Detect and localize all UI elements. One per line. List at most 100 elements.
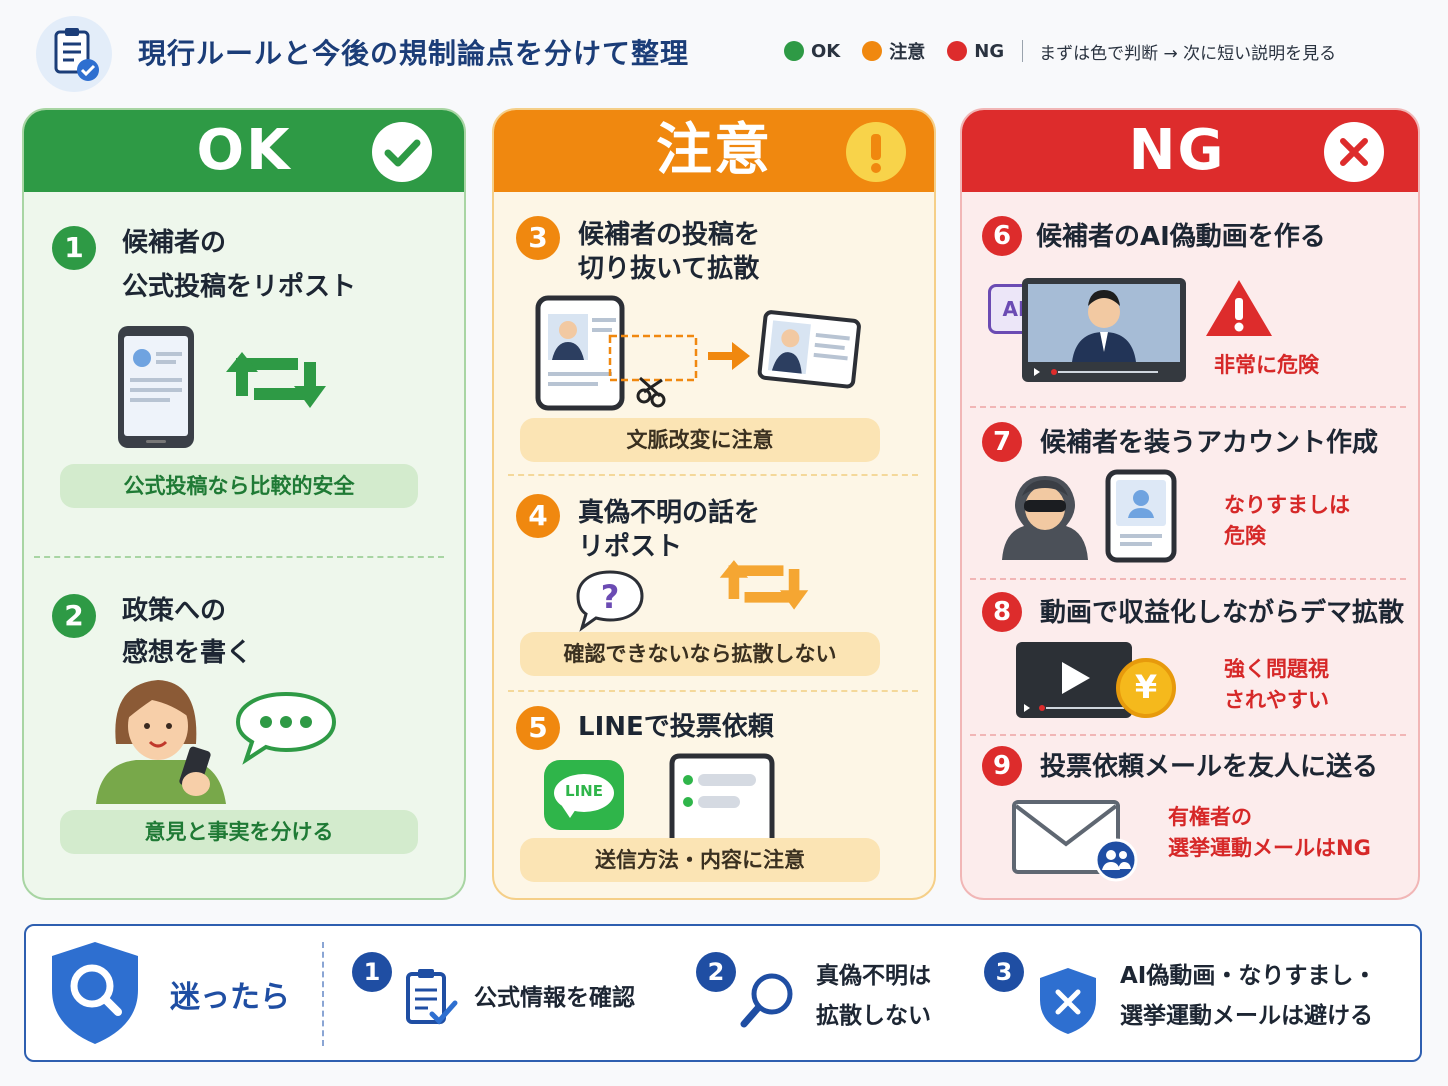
item-9-warning: 有権者の 選挙運動メールはNG (1168, 802, 1371, 864)
yen-coin-icon: ¥ (1116, 658, 1176, 718)
item-3-title: 候補者の投稿を 切り抜いて拡散 (578, 216, 760, 288)
item-8-warning-line-2: されやすい (1224, 688, 1329, 712)
item-8-title: 動画で収益化しながらデマ拡散 (1040, 598, 1405, 628)
item-number-8: 8 (982, 592, 1022, 632)
shield-search-icon (52, 942, 138, 1044)
item-7-title: 候補者を装うアカウント作成 (1040, 428, 1379, 458)
footer-step-2-line-2: 拡散しない (816, 1003, 931, 1029)
caution-dot-icon (862, 41, 883, 61)
legend-hint: まずは色で判断 → 次に短い説明を見る (1039, 43, 1337, 64)
item-5-title: LINEで投票依頼 (578, 708, 774, 746)
footer-step-number-2: 2 (696, 952, 736, 992)
legend-caution-label: 注意 (889, 42, 926, 63)
item-6-warning: 非常に危険 (1214, 350, 1319, 381)
caution-column: 注意 3 候補者の投稿を 切り抜いて拡散 文脈改変に (492, 108, 936, 900)
ok-divider (34, 556, 444, 558)
footer-divider (322, 942, 324, 1046)
item-9-warning-line-2: 選挙運動メールはNG (1168, 836, 1371, 860)
profile-phone-icon (1105, 469, 1177, 563)
footer-step-2-line-1: 真偽不明は (816, 963, 931, 989)
repost-icon (719, 560, 809, 610)
item-2-title-line-2: 感想を書く (122, 638, 253, 668)
item-8-warning-line-1: 強く問題視 (1224, 657, 1329, 681)
clip-post-icon (535, 295, 861, 411)
clipboard-check-icon (406, 969, 458, 1025)
footer-step-3-line-1: AI偽動画・なりすまし・ (1120, 963, 1377, 989)
repost-icon (226, 352, 326, 408)
item-7-warning: なりすましは 危険 (1224, 490, 1350, 552)
clipboard-check-icon (36, 16, 112, 92)
legend-caution: 注意 (862, 38, 925, 64)
ai-chip-label: AI (1002, 297, 1026, 321)
item-number-7: 7 (982, 422, 1022, 462)
cross-icon (1324, 122, 1384, 182)
item-6-warning-line-1: 非常に危険 (1214, 353, 1319, 377)
item-4-title-line-2: リポスト (578, 532, 683, 562)
ok-column: OK 1 候補者の 公式投稿をリポスト 公式投稿なら比較的安全 2 政策への 感… (22, 108, 466, 900)
smartphone-icon (118, 326, 194, 448)
item-7-warning-line-1: なりすましは (1224, 493, 1350, 517)
item-number-1: 1 (52, 226, 96, 270)
ng-dot-icon (947, 41, 968, 61)
yen-coin-label: ¥ (1134, 668, 1158, 706)
item-4-title-line-1: 真偽不明の話を (578, 498, 761, 528)
question-bubble-icon: ? (576, 570, 644, 632)
video-player-icon (1016, 642, 1132, 718)
legend-divider (1022, 40, 1024, 62)
ok-dot-icon (784, 41, 804, 61)
footer-step-1-text: 公式情報を確認 (474, 978, 635, 1012)
line-app-label: LINE (565, 782, 603, 800)
item-6-title: 候補者のAI偽動画を作る (1036, 222, 1326, 252)
item-number-4: 4 (516, 494, 560, 538)
item-3-title-line-1: 候補者の投稿を (578, 220, 761, 250)
fake-video-player-icon (1022, 278, 1186, 382)
exclamation-icon (846, 122, 906, 182)
hooded-impostor-icon (1002, 476, 1088, 560)
legend-ng: NG (947, 41, 1004, 62)
item-1-title-line-2: 公式投稿をリポスト (122, 272, 357, 302)
item-3-title-line-2: 切り抜いて拡散 (578, 254, 760, 284)
item-1-note: 公式投稿なら比較的安全 (60, 464, 418, 508)
item-number-9: 9 (982, 746, 1022, 786)
item-1-title-line-1: 候補者の (122, 228, 227, 258)
speech-bubble-icon (235, 691, 337, 765)
item-number-5: 5 (516, 706, 560, 750)
item-8-warning: 強く問題視 されやすい (1224, 654, 1329, 716)
footer-step-3-text: AI偽動画・なりすまし・ 選挙運動メールは避ける (1120, 956, 1376, 1036)
magnifier-icon (740, 973, 793, 1028)
shield-cross-icon (1040, 968, 1096, 1034)
item-number-6: 6 (982, 216, 1022, 256)
item-5-note: 送信方法・内容に注意 (520, 838, 880, 882)
caution-column-header: 注意 (494, 110, 934, 192)
item-9-title: 投票依頼メールを友人に送る (1040, 752, 1379, 782)
footer-step-1-line-1: 公式情報を確認 (474, 985, 635, 1011)
caution-divider-2 (508, 690, 918, 692)
item-1-title: 候補者の 公式投稿をリポスト (122, 224, 356, 306)
footer-step-2-text: 真偽不明は 拡散しない (816, 956, 931, 1036)
legend-ok: OK (784, 41, 840, 62)
item-2-title-line-1: 政策への (122, 596, 227, 626)
footer-step-number-1: 1 (352, 952, 392, 992)
svg-text:?: ? (601, 578, 620, 616)
ng-column-header: NG (962, 110, 1418, 192)
ng-divider-3 (970, 734, 1406, 736)
footer-step-3-line-2: 選挙運動メールは避ける (1120, 1003, 1373, 1029)
item-5-title-line-1: LINEで投票依頼 (578, 712, 774, 742)
caution-divider-1 (508, 474, 918, 476)
page-title: 現行ルールと今後の規制論点を分けて整理 (138, 37, 690, 70)
person-with-phone-icon (96, 680, 226, 804)
item-number-2: 2 (52, 594, 96, 638)
check-icon (372, 122, 432, 182)
footer-guidance-box: 迷ったら 1 公式情報を確認 2 真偽不明は 拡散しない 3 AI偽動画・なりす… (24, 924, 1422, 1062)
warning-triangle-icon (1206, 280, 1272, 336)
item-number-3: 3 (516, 216, 560, 260)
mail-envelope-icon (1012, 800, 1138, 882)
chat-phone-icon (669, 753, 775, 838)
item-4-note: 確認できないなら拡散しない (520, 632, 880, 676)
item-7-warning-line-2: 危険 (1224, 524, 1266, 548)
footer-step-number-3: 3 (984, 952, 1024, 992)
ng-divider-1 (970, 406, 1406, 408)
legend-ng-label: NG (974, 40, 1005, 62)
caution-column-title: 注意 (656, 118, 772, 183)
item-4-title: 真偽不明の話を リポスト (578, 494, 760, 566)
